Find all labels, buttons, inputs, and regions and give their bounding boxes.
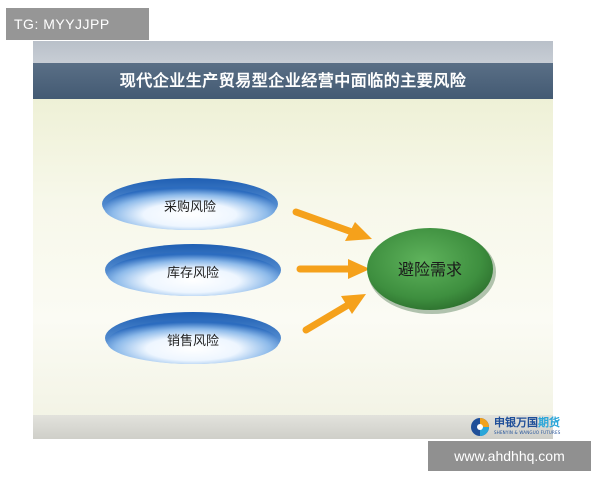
arrow-sales xyxy=(302,294,366,334)
result-label: 避险需求 xyxy=(397,260,462,279)
risk-ellipse-sales xyxy=(105,312,281,364)
slide-title: 现代企业生产贸易型企业经营中面临的主要风险 xyxy=(119,71,467,90)
arrow-purchase xyxy=(292,208,372,241)
company-logo: 申银万国期货 SHENYIN & WANGUO FUTURES xyxy=(470,416,590,438)
risk-ellipse-inventory xyxy=(105,244,281,296)
watermark-top: TG: MYYJJPP xyxy=(6,8,149,40)
watermark-bottom: www.ahdhhq.com xyxy=(428,441,591,471)
risk-label-purchase: 采购风险 xyxy=(163,200,216,215)
title-bar xyxy=(33,63,553,99)
arrow-inventory xyxy=(296,259,370,279)
risk-label-sales: 销售风险 xyxy=(166,334,219,349)
result-ellipse xyxy=(367,228,496,314)
logo-mark-icon xyxy=(471,418,489,436)
risk-label-inventory: 库存风险 xyxy=(166,266,219,281)
logo-tagline: SHENYIN & WANGUO FUTURES xyxy=(494,430,561,435)
slide-bottom-bar xyxy=(33,415,553,439)
risk-ellipse-purchase xyxy=(102,178,278,230)
logo-name: 申银万国期货 xyxy=(494,416,560,429)
